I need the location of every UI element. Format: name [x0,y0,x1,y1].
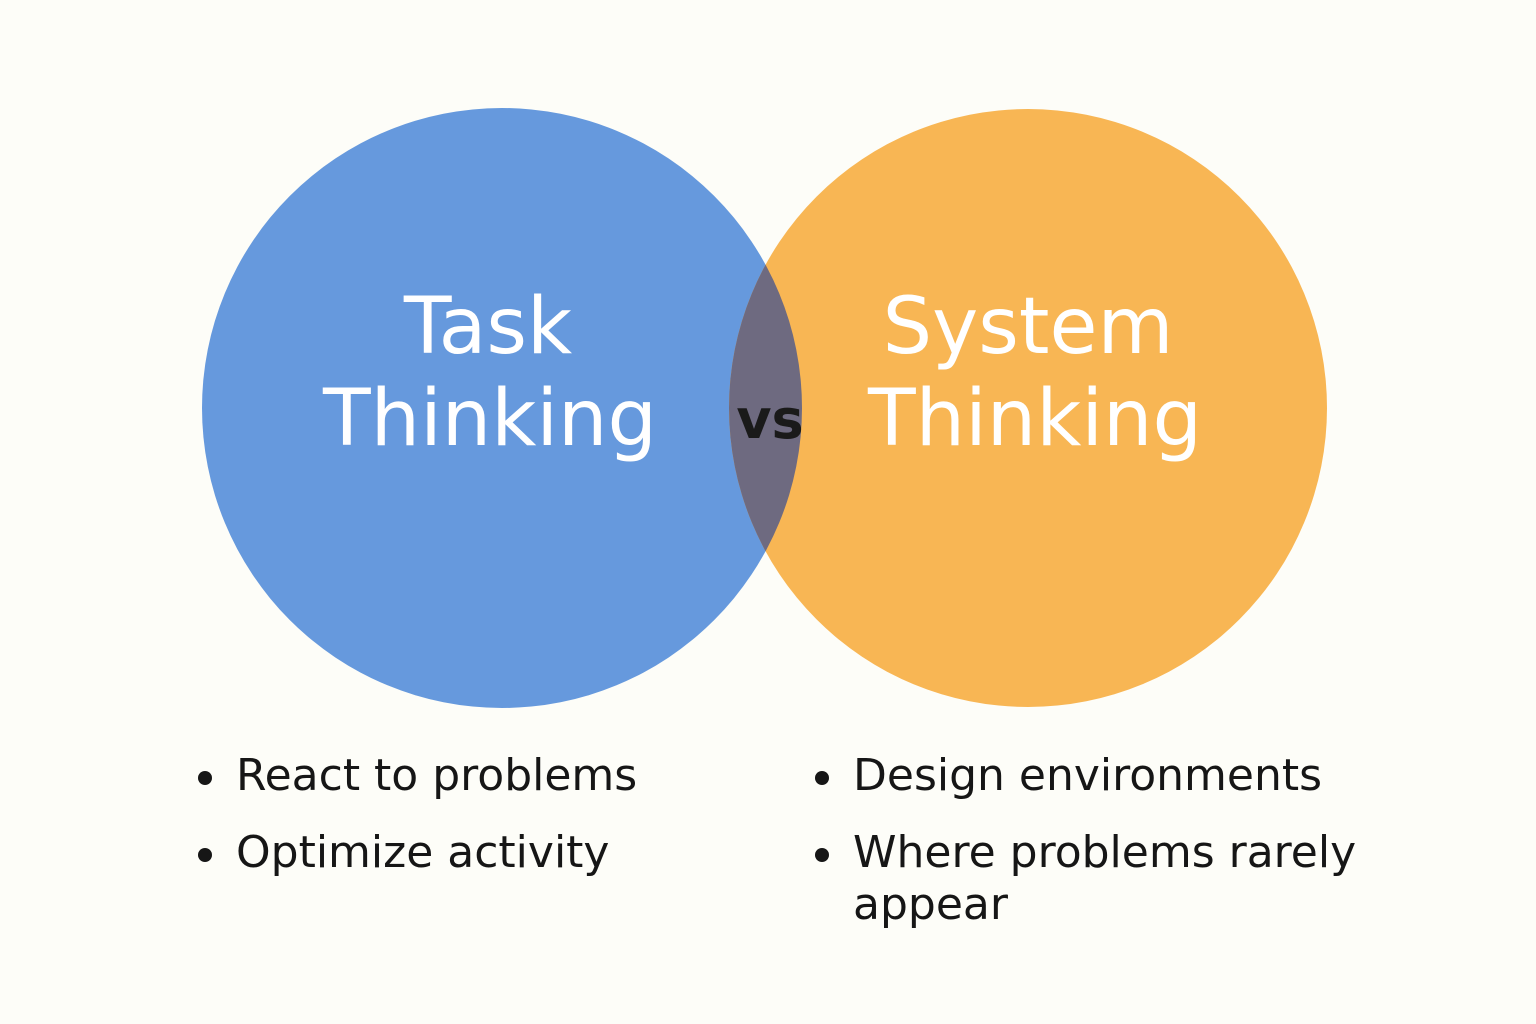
task-bullets: React to problems Optimize activity [197,750,638,904]
vs-label: vs [736,388,803,451]
task-title-line2: Thinking [322,374,657,464]
list-item: Optimize activity [197,827,637,879]
list-item: Design environments [815,750,1453,802]
system-title-line1: System [883,282,1174,372]
system-circle [729,109,1327,707]
list-item: React to problems [197,750,638,801]
system-title-line2: Thinking [867,374,1202,464]
list-item: Where problems rarely appear [815,827,1453,931]
system-bullets: Design environments Where problems rarel… [815,750,1453,931]
task-circle [202,108,802,708]
task-title-line1: Task [403,282,572,372]
